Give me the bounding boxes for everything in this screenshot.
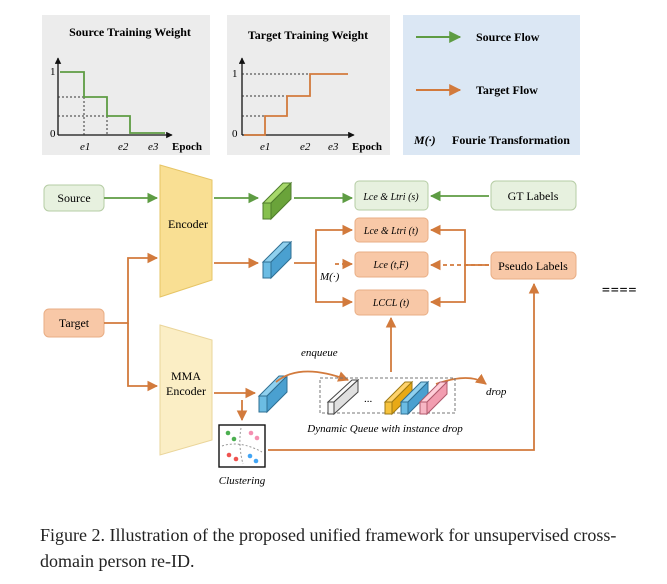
fourier-operator-label: M(·) — [319, 271, 340, 283]
source-weight-title: Source Training Weight — [69, 25, 191, 39]
target-weight-panel: Target Training Weight 1 0 e1 e2 e3 Epoc… — [227, 15, 390, 155]
drop-label: drop — [486, 386, 507, 398]
target-tick-e2: e2 — [300, 141, 311, 153]
source-flow-arrows — [104, 190, 489, 204]
pseudo-labels-label: Pseudo Labels — [498, 259, 568, 273]
legend-fourier-label: Fourie Transformation — [452, 133, 570, 147]
target-weight-curve — [244, 73, 348, 136]
clustering-box — [218, 424, 266, 468]
target-input-label: Target — [59, 316, 90, 330]
target-weight-title: Target Training Weight — [248, 28, 368, 42]
dynamic-queue: ... — [319, 377, 456, 416]
source-weight-curve — [60, 71, 165, 134]
queue-caption: Dynamic Queue with instance drop — [306, 423, 463, 435]
legend-panel: Source Flow Target Flow M(·) Fourie Tran… — [403, 15, 580, 155]
gt-labels-box — [490, 180, 577, 211]
target-tick-e1: e1 — [260, 141, 270, 153]
legend-target-flow: Target Flow — [476, 83, 538, 97]
legend-source-flow: Source Flow — [476, 30, 540, 44]
legend-fourier-symbol: M(·) — [413, 133, 436, 147]
enqueue-label: enqueue — [301, 347, 338, 359]
queue-dots: ... — [364, 393, 373, 405]
gt-labels-label: GT Labels — [508, 189, 559, 203]
loss-target-label: Lce & Ltri (t) — [363, 226, 419, 237]
figure-caption: Figure 2. Illustration of the proposed u… — [40, 525, 617, 571]
loss-source-box — [354, 180, 429, 211]
source-y-one: 1 — [50, 66, 56, 78]
target-y-one: 1 — [232, 68, 238, 80]
mma-encoder-block — [159, 324, 213, 456]
clustering-label: Clustering — [219, 475, 266, 487]
target-flow-arrows — [104, 224, 540, 451]
source-axis-label: Epoch — [172, 141, 202, 153]
loss-source-label: Lce & Ltri (s) — [362, 192, 419, 203]
source-tick-e3: e3 — [148, 141, 159, 153]
source-input-label: Source — [57, 191, 90, 205]
source-tick-e1: e1 — [80, 141, 90, 153]
encoder-block — [159, 164, 213, 298]
loss-fourier-label: Lce (t,F) — [373, 260, 410, 271]
source-y-zero: 0 — [50, 128, 56, 140]
loss-target-box — [354, 217, 429, 243]
encoder-label: Encoder — [168, 217, 208, 231]
source-tick-e2: e2 — [118, 141, 129, 153]
loss-ccl-box — [354, 289, 429, 316]
mma-encoder-label-1: MMA — [171, 369, 201, 383]
target-tick-e3: e3 — [328, 141, 339, 153]
loss-ccl-label: LCCL (t) — [372, 298, 410, 309]
side-mark: ==== — [602, 283, 638, 298]
loss-fourier-box — [354, 251, 429, 278]
pseudo-labels-box — [490, 251, 577, 280]
mma-feature-cuboid — [257, 374, 289, 414]
target-axis-label: Epoch — [352, 141, 382, 153]
source-weight-panel: Source Training Weight 1 0 e1 e2 e3 Epoc… — [42, 15, 210, 155]
target-y-zero: 0 — [232, 128, 238, 140]
source-feature-cuboid — [261, 181, 293, 221]
target-feature-cuboid — [261, 240, 293, 280]
mma-encoder-label-2: Encoder — [166, 384, 206, 398]
